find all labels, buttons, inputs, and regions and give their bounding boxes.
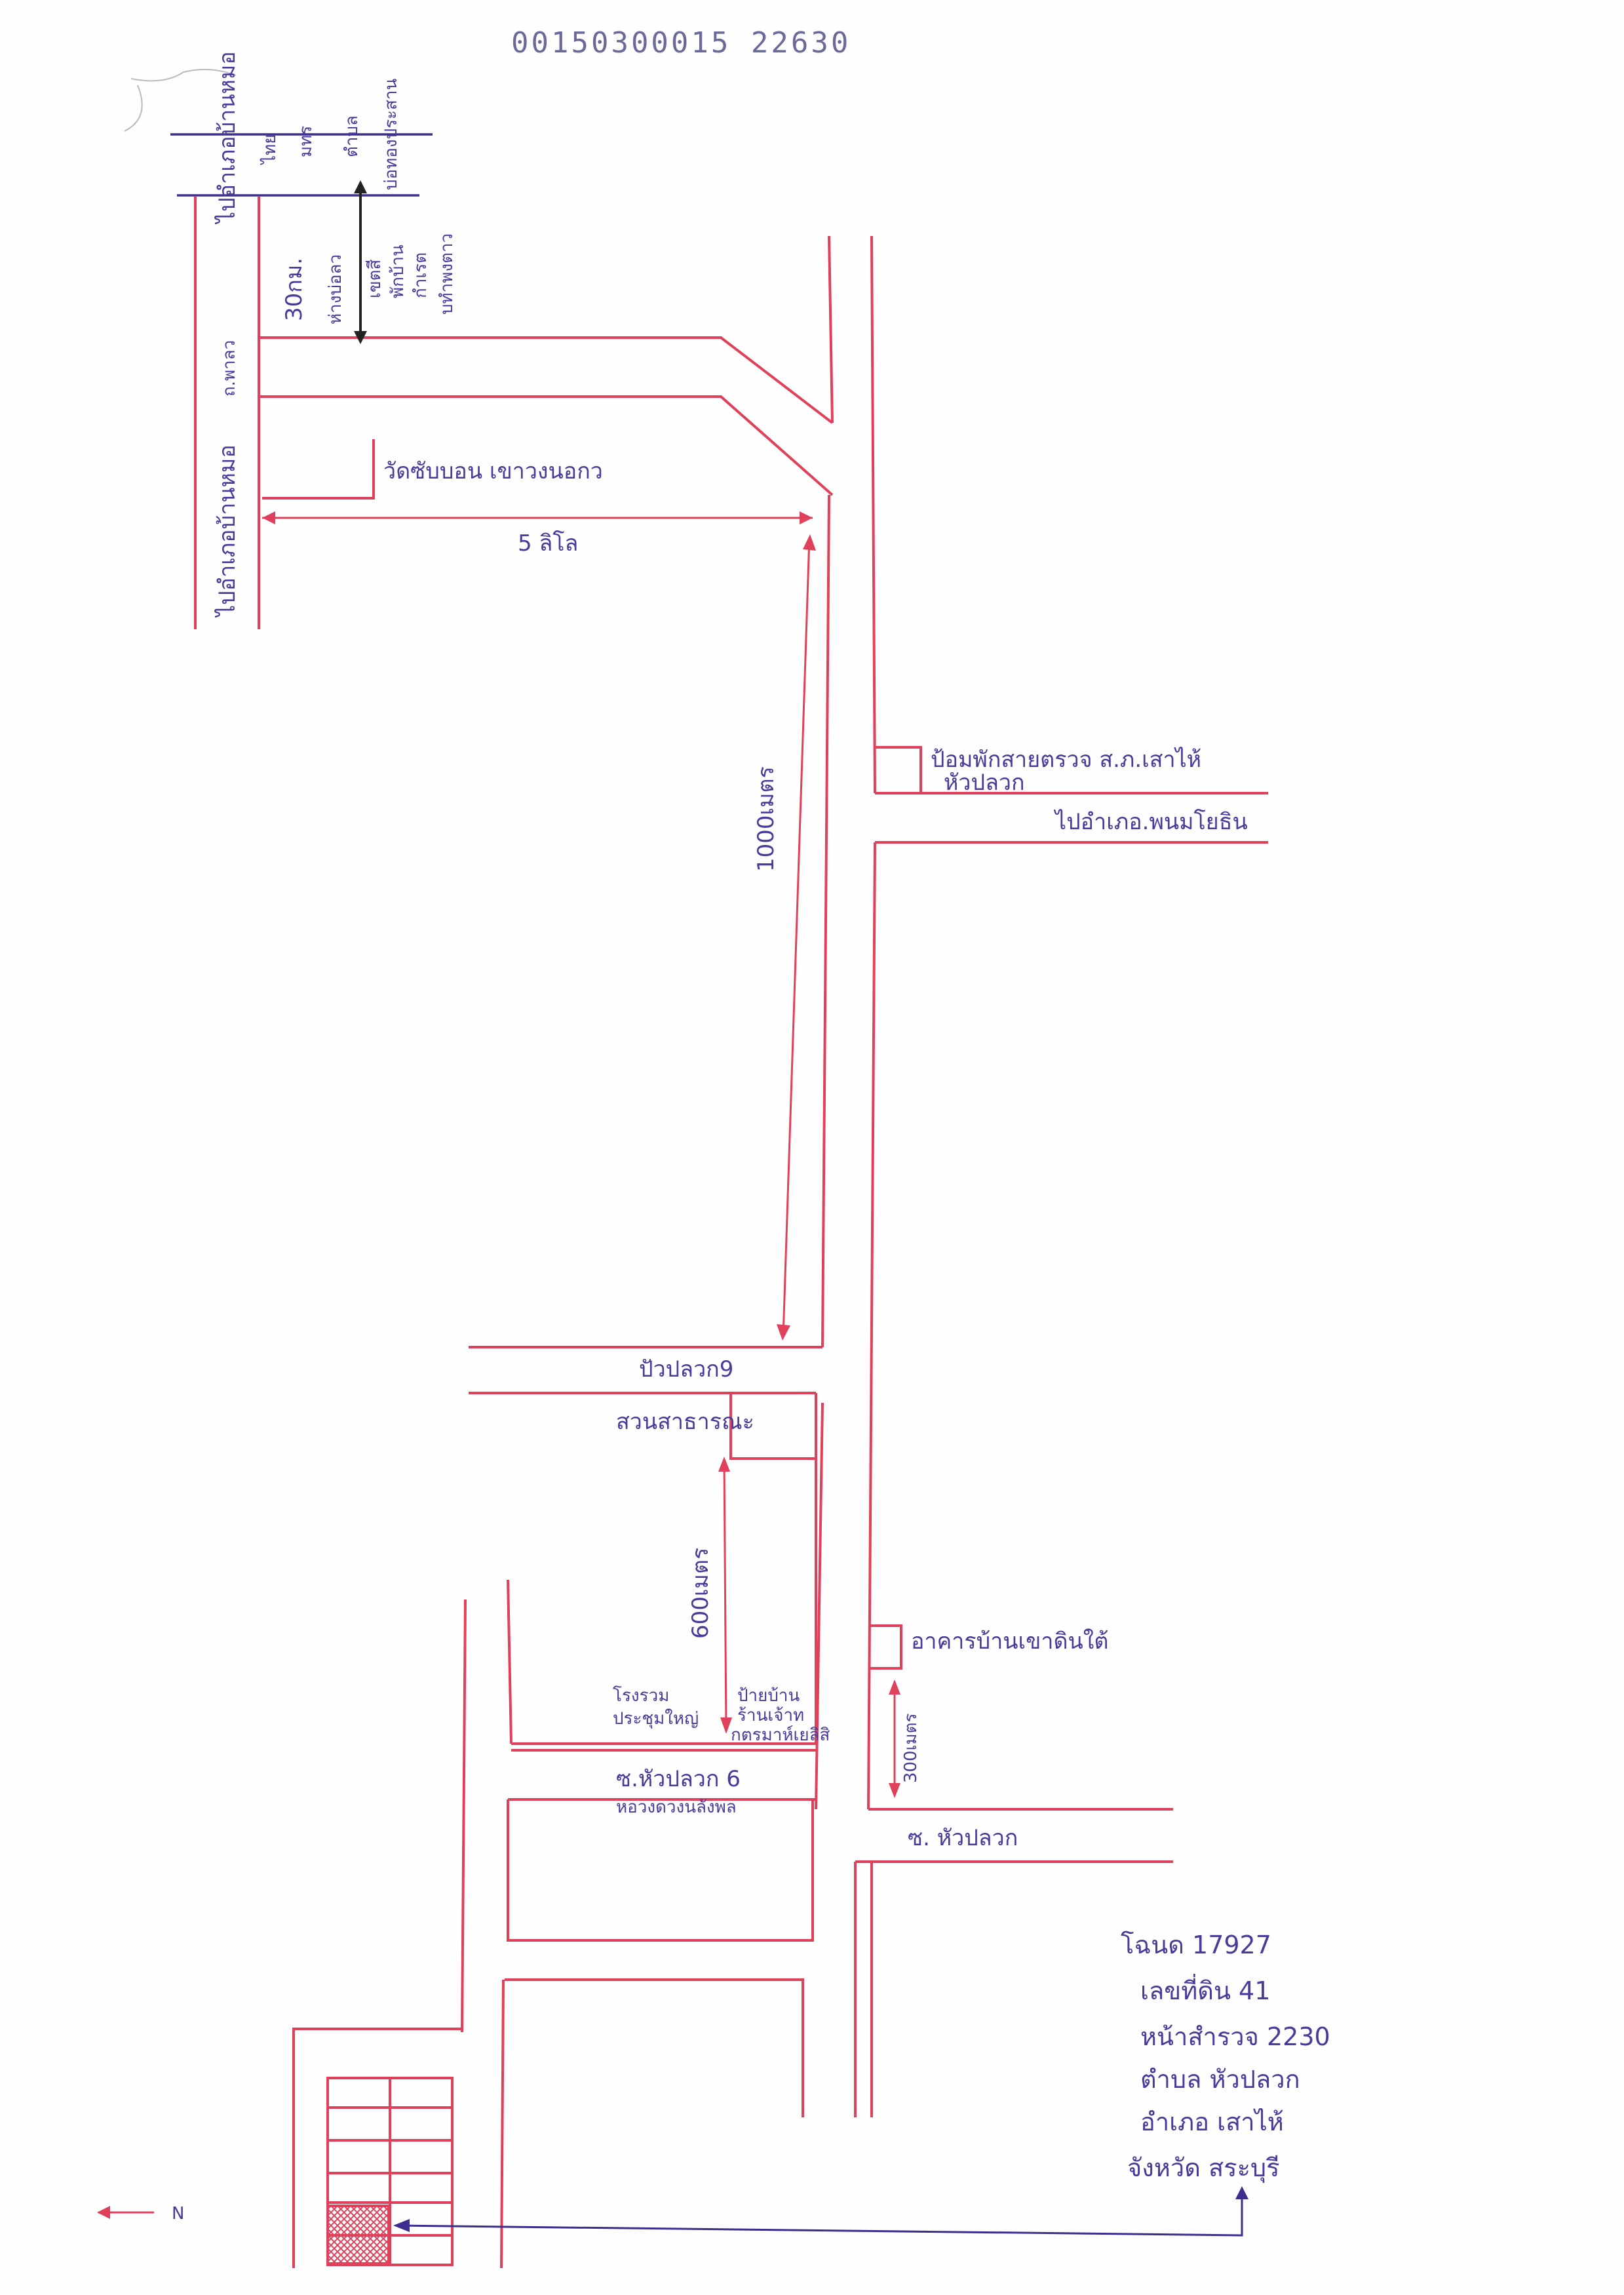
label-top-right-4: บ่อทองประสาน	[381, 79, 401, 190]
label-to-district: ไปอำเภอ.พนมโยธิน	[1053, 809, 1248, 835]
label-to-ban-mo-bottom: ไปอำเภอบ้านหมอ	[214, 444, 241, 618]
label-mid-1: เขตสี	[365, 259, 385, 298]
label-school-1: โรงรวม	[613, 1685, 669, 1706]
block-left-edge	[507, 1579, 512, 1744]
dim-1000-head-bottom	[777, 1324, 790, 1341]
label-corner-3: กตรมาห์เยลิสิ	[731, 1725, 830, 1745]
dim-5-head-left	[262, 511, 275, 524]
dim-1000-head-top	[803, 534, 816, 551]
info-line-3: หน้าสำรวจ 2230	[1140, 2022, 1330, 2051]
label-police-box-area: หัวปลวก	[944, 770, 1025, 796]
arrow-30km-head-top	[354, 180, 367, 193]
label-distance-5: 5 ลิโล	[518, 530, 578, 557]
upper-road-north-edge	[259, 336, 834, 424]
dim-600	[723, 1458, 727, 1731]
label-to-ban-mo-top: ไปอำเภอบ้านหมอ	[214, 51, 241, 225]
shop-box	[868, 1624, 902, 1670]
upper-road-south-edge	[259, 395, 834, 496]
left-lower-road-west	[461, 1599, 467, 2033]
main-road-east-mid	[867, 842, 876, 1810]
arrow-30km-head-bottom	[354, 331, 367, 344]
info-line-6: จังหวัด สระบุรี	[1127, 2153, 1280, 2183]
lower-block-2-left	[500, 1979, 505, 2269]
dim-5-head-right	[800, 511, 813, 524]
label-corner-2: ร้านเจ้าท	[737, 1706, 804, 1725]
dim-300-head-bottom	[889, 1783, 900, 1798]
label-top-right-1: ไทย	[260, 134, 280, 165]
label-soi-main: ซ. หัวปลวก	[908, 1825, 1018, 1851]
north-arrow-head	[97, 2206, 110, 2219]
label-police-box: ป้อมพักสายตรวจ ส.ภ.เสาไห้	[931, 747, 1201, 773]
label-top-right-2: มทร	[296, 126, 316, 157]
label-mid-4: บทำพงตาว	[437, 233, 457, 315]
label-distance-300: 300เมตร	[901, 1713, 921, 1783]
label-park: สวนสาธารณะ	[616, 1409, 754, 1435]
park-block	[511, 1393, 817, 1745]
label-mid-3: กำเรต	[411, 252, 431, 298]
label-shop: อาคารบ้านเขาดินใต้	[911, 1628, 1108, 1655]
target-plot	[326, 2205, 390, 2265]
label-30km-from: ห่างบ่อลว	[326, 254, 345, 324]
label-soi-9: ปัวปลวก9	[639, 1356, 733, 1383]
main-road-west-mid	[821, 494, 830, 1348]
label-distance-1000: 1000เมตร	[753, 766, 779, 872]
plot-outer	[292, 2028, 462, 2268]
label-soi-6-sub: หอวงดวงนลังพล	[616, 1797, 737, 1817]
label-30km: 30กม.	[281, 258, 307, 321]
info-line-2: เลขที่ดิน 41	[1140, 1974, 1270, 2005]
temple-box	[262, 439, 375, 500]
dim-600-head-top	[718, 1457, 730, 1472]
lower-block-2	[505, 1978, 804, 2117]
label-mid-2: พักบ้าน	[388, 245, 408, 298]
label-soi-6: ซ.หัวปลวก 6	[616, 1766, 741, 1792]
label-school-2: ประชุมใหญ่	[613, 1709, 699, 1729]
dim-300-head-top	[889, 1679, 900, 1695]
info-line-5: อำเภอ เสาไห้	[1140, 2108, 1284, 2136]
info-line-4: ตำบล หัวปลวก	[1140, 2065, 1300, 2094]
label-top-right-3: ตำบล	[342, 115, 362, 157]
police-box	[875, 746, 922, 794]
info-line-1: โฉนด 17927	[1121, 1931, 1271, 1959]
label-corner-1: ป้ายบ้าน	[737, 1686, 800, 1706]
pointer-arrow	[396, 2189, 1243, 2237]
dim-1000	[782, 537, 811, 1338]
park-box	[729, 1393, 816, 1460]
pointer-arrow-head-plot	[393, 2219, 410, 2232]
torn-corner	[124, 69, 237, 132]
pointer-arrow-head-up	[1235, 2186, 1248, 2199]
label-distance-600: 600เมตร	[687, 1548, 714, 1639]
north-arrow-label: N	[172, 2204, 184, 2224]
main-road-east-upper	[870, 235, 876, 794]
label-left-road: ถ.พาลว	[220, 340, 239, 397]
main-road-west-upper	[828, 235, 834, 423]
lower-block-1	[507, 1799, 814, 1942]
label-temple: วัดซับบอน เขาวงนอกว	[383, 458, 603, 484]
document-id: 00150300015 22630	[511, 26, 851, 60]
dim-600-head-bottom	[720, 1717, 732, 1734]
